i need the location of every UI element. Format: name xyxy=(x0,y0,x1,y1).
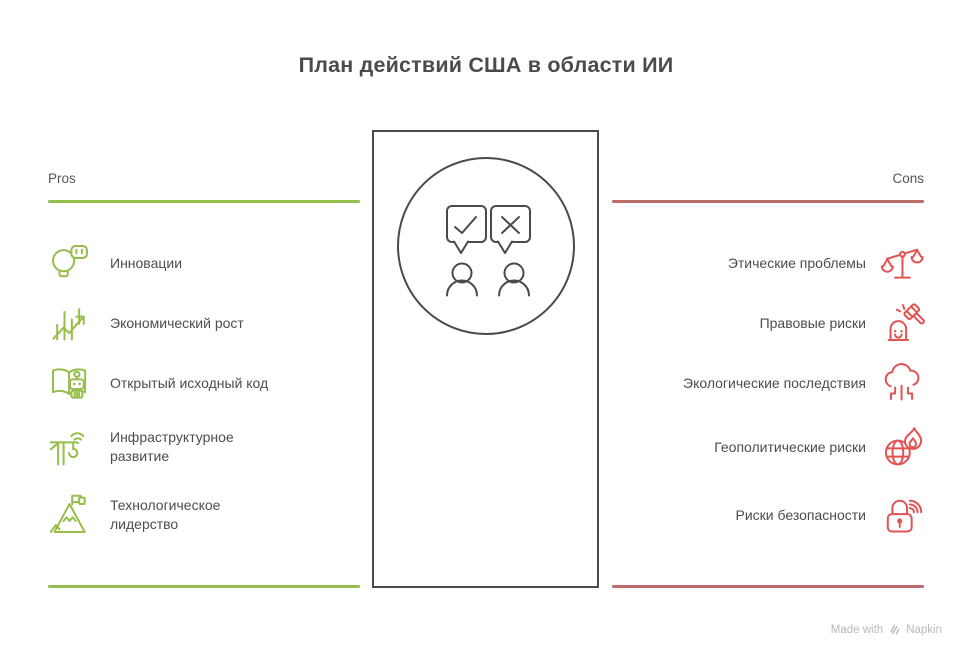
globe-flame-icon xyxy=(880,425,924,469)
list-item: Правовые риски xyxy=(612,300,925,346)
cons-item-label: Риски безопасности xyxy=(735,506,867,523)
center-illustration xyxy=(372,130,599,588)
list-item: Открытый исходный код xyxy=(48,360,268,406)
cons-top-divider xyxy=(612,200,924,203)
cons-bottom-divider xyxy=(612,585,924,588)
cons-item-label: Экологические последствия xyxy=(683,374,866,391)
pros-item-label: Открытый исходный код xyxy=(110,374,269,391)
lock-signal-icon xyxy=(880,493,924,537)
scales-icon xyxy=(880,241,924,285)
list-item: Риски безопасности xyxy=(612,492,924,538)
people-approve-reject-icon xyxy=(397,157,575,335)
napkin-logo-icon xyxy=(890,624,900,635)
pros-item-label: Экономический рост xyxy=(110,314,244,331)
list-item: Технологическое лидерство xyxy=(48,492,292,538)
page-title: План действий США в области ИИ xyxy=(298,53,674,77)
list-item: Этические проблемы xyxy=(612,240,924,286)
pros-item-label: Технологическое лидерство xyxy=(110,497,221,532)
cons-item-label: Геополитические риски xyxy=(714,438,866,455)
list-item: Инновации xyxy=(48,240,182,286)
lightbulb-robot-icon xyxy=(48,241,92,285)
crane-icon xyxy=(48,425,92,469)
growth-chart-icon xyxy=(48,301,92,345)
list-item: Геополитические риски xyxy=(612,424,924,470)
gavel-ghost-icon xyxy=(880,301,925,345)
pros-top-divider xyxy=(48,200,360,203)
brand-text: Napkin xyxy=(906,623,942,636)
pros-item-label: Инновации xyxy=(110,254,183,271)
cons-heading: Cons xyxy=(892,171,924,186)
pros-bottom-divider xyxy=(48,585,360,588)
made-with-text: Made with xyxy=(830,623,884,636)
pros-item-label: Инфраструктурное развитие xyxy=(110,429,234,464)
cloud-emissions-icon xyxy=(880,361,924,405)
napkin-attribution-link[interactable]: Made with Napkin xyxy=(831,623,942,636)
cons-item-label: Этические проблемы xyxy=(727,254,866,271)
open-book-robot-icon xyxy=(48,361,92,405)
list-item: Экологические последствия xyxy=(612,360,924,406)
mountain-flag-icon xyxy=(48,493,92,537)
list-item: Инфраструктурное развитие xyxy=(48,424,292,470)
cons-item-label: Правовые риски xyxy=(759,314,866,331)
pros-heading: Pros xyxy=(48,171,76,186)
list-item: Экономический рост xyxy=(48,300,244,346)
